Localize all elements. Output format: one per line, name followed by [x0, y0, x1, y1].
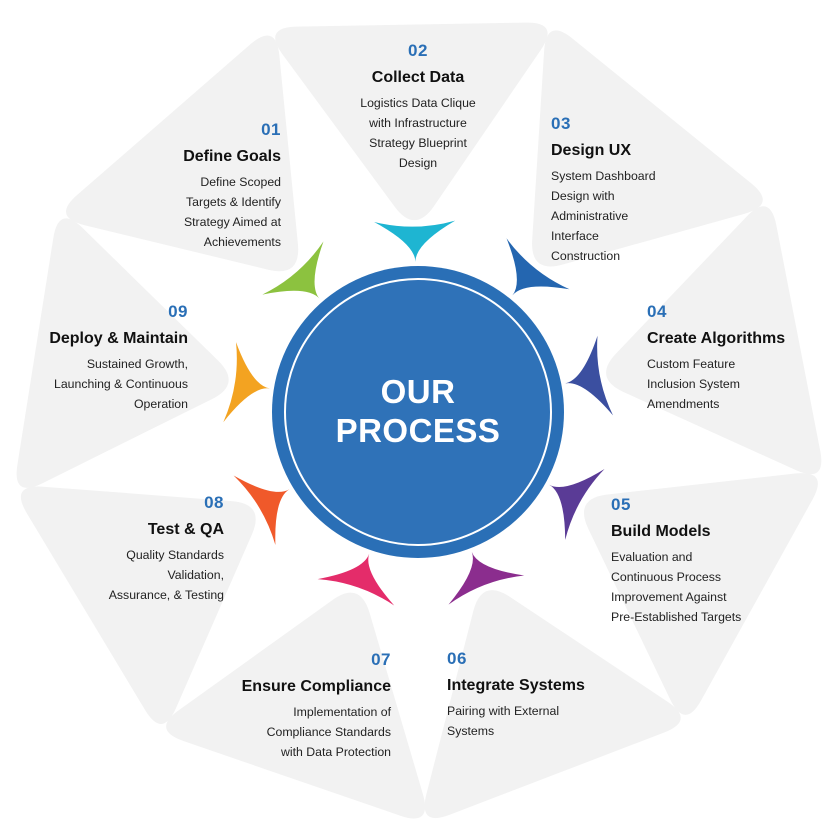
chevron-06: [448, 552, 525, 605]
step-title: Test & QA: [147, 521, 224, 538]
center-circle-inner: [284, 278, 552, 546]
step-02: 02 Collect Data Logistics Data Clique wi…: [293, 41, 543, 173]
step-description-line: System Dashboard: [551, 169, 656, 183]
step-description-line: with Data Protection: [280, 745, 391, 759]
step-title: Integrate Systems: [447, 677, 585, 694]
step-description-line: Targets & Identify: [185, 195, 281, 209]
step-description-line: Design: [398, 156, 438, 170]
chevron-03: [506, 238, 570, 296]
step-description-line: Sustained Growth,: [86, 357, 188, 371]
step-number: 07: [371, 650, 391, 669]
step-description-line: Systems: [447, 724, 495, 738]
step-description-line: Design with: [551, 189, 615, 203]
petal-08: [20, 486, 256, 724]
step-09: 09 Deploy & Maintain Sustained Growth, L…: [0, 302, 188, 414]
step-title: Ensure Compliance: [241, 678, 391, 695]
petal-06: [424, 590, 681, 819]
step-description-line: Quality Standards: [126, 548, 224, 562]
chevrons: [223, 220, 613, 606]
chevron-01: [262, 241, 324, 299]
step-description-line: Construction: [551, 249, 621, 263]
step-description-line: Evaluation and: [611, 550, 693, 564]
step-title: Deploy & Maintain: [49, 330, 188, 347]
step-number: 08: [204, 493, 224, 512]
step-description-line: Pre-Established Targets: [611, 610, 742, 624]
step-description-line: Continuous Process: [611, 570, 722, 584]
step-number: 04: [647, 302, 667, 321]
chevron-05: [549, 469, 605, 540]
step-title: Create Algorithms: [647, 330, 786, 347]
step-title: Build Models: [611, 523, 711, 540]
center-title-line-1: OUR: [380, 373, 456, 410]
petal-05: [583, 473, 818, 715]
step-01: 01 Define Goals Define Scoped Targets & …: [31, 120, 281, 252]
step-description-line: Define Scoped: [200, 175, 281, 189]
step-description-line: Custom Feature: [647, 357, 736, 371]
step-number: 09: [168, 302, 188, 321]
chevron-08: [233, 475, 290, 545]
chevron-07: [317, 553, 395, 606]
step-description-line: Amendments: [647, 397, 720, 411]
step-description-line: Interface: [551, 229, 599, 243]
chevron-09: [223, 342, 270, 423]
step-description-line: Launching & Continuous: [54, 377, 188, 391]
petal-01: [66, 35, 299, 272]
step-description-line: Improvement Against: [611, 590, 727, 604]
step-title: Define Goals: [183, 148, 281, 165]
petal-07: [166, 592, 426, 819]
step-description-line: Pairing with External: [447, 704, 560, 718]
step-06: 06 Integrate Systems Pairing with Extern…: [447, 649, 697, 741]
step-description-line: Logistics Data Clique: [360, 96, 476, 110]
step-description-line: Strategy Aimed at: [183, 215, 281, 229]
center-title-line-2: PROCESS: [335, 412, 501, 449]
step-description-line: Inclusion System: [647, 377, 740, 391]
step-number: 06: [447, 649, 467, 668]
step-number: 01: [261, 120, 281, 139]
step-description-line: with Infrastructure: [369, 116, 467, 130]
step-description: Custom Feature Inclusion System Amendmen…: [647, 354, 836, 414]
step-description: Implementation of Compliance Standards w…: [141, 702, 391, 762]
step-07: 07 Ensure Compliance Implementation of C…: [141, 650, 391, 762]
petals: [16, 22, 822, 819]
step-description-line: Assurance, & Testing: [108, 588, 224, 602]
step-title: Design UX: [551, 142, 632, 159]
step-description: Define Scoped Targets & Identify Strateg…: [31, 172, 281, 252]
step-description: Logistics Data Clique with Infrastructur…: [293, 93, 543, 173]
step-description-line: Compliance Standards: [266, 725, 391, 739]
step-description-line: Administrative: [551, 209, 629, 223]
petal-02: [275, 22, 548, 221]
step-description: Evaluation and Continuous Process Improv…: [611, 547, 836, 627]
step-description-line: Validation,: [167, 568, 224, 582]
step-03: 03 Design UX System Dashboard Design wit…: [551, 114, 801, 266]
chevron-04: [565, 335, 613, 416]
step-description: Sustained Growth, Launching & Continuous…: [0, 354, 188, 414]
chevron-02: [374, 220, 456, 262]
petal-09: [16, 218, 229, 488]
step-number: 03: [551, 114, 571, 133]
petal-03: [532, 30, 763, 267]
step-description: Pairing with External Systems: [447, 701, 697, 741]
center-title: OUR PROCESS: [298, 372, 538, 450]
step-08: 08 Test & QA Quality Standards Validatio…: [0, 493, 224, 605]
step-description-line: Operation: [133, 397, 188, 411]
step-description: Quality Standards Validation, Assurance,…: [0, 545, 224, 605]
step-title: Collect Data: [371, 69, 465, 86]
petal-04: [606, 206, 822, 475]
step-number: 05: [611, 495, 631, 514]
step-description-line: Strategy Blueprint: [369, 136, 467, 150]
step-number: 02: [408, 41, 428, 60]
step-description-line: Implementation of: [293, 705, 391, 719]
step-description: System Dashboard Design with Administrat…: [551, 166, 801, 266]
step-description-line: Achievements: [203, 235, 281, 249]
step-04: 04 Create Algorithms Custom Feature Incl…: [647, 302, 836, 414]
step-05: 05 Build Models Evaluation and Continuou…: [611, 495, 836, 627]
